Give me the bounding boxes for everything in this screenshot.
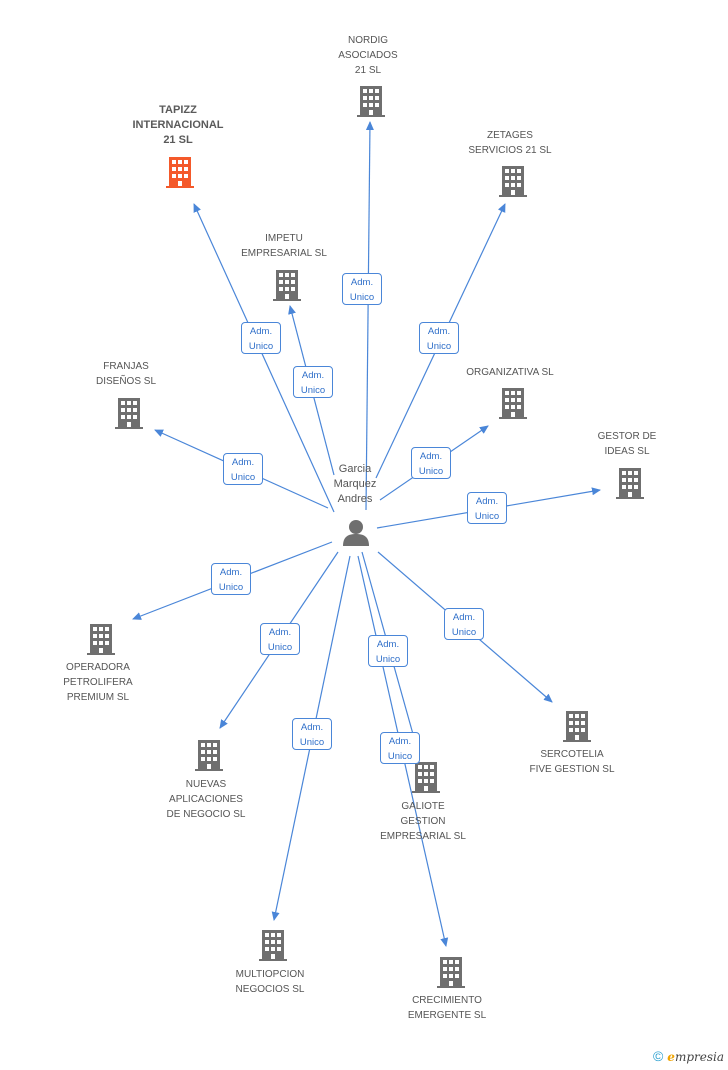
copyright-icon: © <box>652 1048 664 1064</box>
company-label-tapizz[interactable]: TAPIZZ INTERNACIONAL 21 SL <box>132 104 224 146</box>
edge-label-impetu: Adm. Unico <box>293 366 333 398</box>
edge-label-nordig: Adm. Unico <box>342 273 382 305</box>
edge-label-gestor: Adm. Unico <box>467 492 507 524</box>
edge-label-nuevas: Adm. Unico <box>260 623 300 655</box>
building-icon-operadora[interactable] <box>87 624 115 655</box>
edge-tapizz <box>193 203 335 513</box>
company-label-operadora[interactable]: OPERADORA PETROLIFERA PREMIUM SL <box>63 662 133 703</box>
edge-label-franjas: Adm. Unico <box>223 453 263 485</box>
building-icon-franjas[interactable] <box>115 398 143 429</box>
company-label-multiopcion[interactable]: MULTIOPCION NEGOCIOS SL <box>235 969 305 995</box>
company-label-galiote[interactable]: GALIOTE GESTION EMPRESARIAL SL <box>380 801 466 842</box>
company-label-nordig[interactable]: NORDIG ASOCIADOS 21 SL <box>338 35 398 76</box>
edge-label-multiopcion: Adm. Unico <box>292 718 332 750</box>
building-icon-sercotelia[interactable] <box>563 711 591 742</box>
building-icon-tapizz[interactable] <box>166 157 194 188</box>
footer-brand: ©empresia <box>653 1048 724 1064</box>
company-label-sercotelia[interactable]: SERCOTELIA FIVE GESTION SL <box>529 749 615 775</box>
building-icon-impetu[interactable] <box>273 270 301 301</box>
edge-label-galiote: Adm. Unico <box>368 635 408 667</box>
edge-label-operadora: Adm. Unico <box>211 563 251 595</box>
company-label-gestor[interactable]: GESTOR DE IDEAS SL <box>597 431 657 457</box>
building-icon-nuevas[interactable] <box>195 740 223 771</box>
edge-label-crecimiento: Adm. Unico <box>380 732 420 764</box>
brand-logo: empresia <box>667 1050 724 1064</box>
building-icon-organizativa[interactable] <box>499 388 527 419</box>
building-icon-multiopcion[interactable] <box>259 930 287 961</box>
edge-label-zetages: Adm. Unico <box>419 322 459 354</box>
building-icon-nordig[interactable] <box>357 86 385 117</box>
building-icon-zetages[interactable] <box>499 166 527 197</box>
company-label-zetages[interactable]: ZETAGES SERVICIOS 21 SL <box>468 130 552 156</box>
edge-label-tapizz: Adm. Unico <box>241 322 281 354</box>
building-icon-crecimiento[interactable] <box>437 957 465 988</box>
edge-nordig <box>365 121 374 511</box>
company-label-crecimiento[interactable]: CRECIMIENTO EMERGENTE SL <box>407 995 487 1021</box>
building-icon-gestor[interactable] <box>616 468 644 499</box>
edge-label-organizativa: Adm. Unico <box>411 447 451 479</box>
company-label-organizativa[interactable]: ORGANIZATIVA SL <box>466 367 554 378</box>
company-label-impetu[interactable]: IMPETU EMPRESARIAL SL <box>241 233 327 259</box>
company-label-franjas[interactable]: FRANJAS DISEÑOS SL <box>95 361 157 387</box>
company-label-nuevas[interactable]: NUEVAS APLICACIONES DE NEGOCIO SL <box>166 779 246 820</box>
building-icon-galiote[interactable] <box>412 762 440 793</box>
person-icon[interactable] <box>343 520 369 546</box>
center-person-label: Garcia Marquez Andres <box>333 463 377 505</box>
edge-label-sercotelia: Adm. Unico <box>444 608 484 640</box>
